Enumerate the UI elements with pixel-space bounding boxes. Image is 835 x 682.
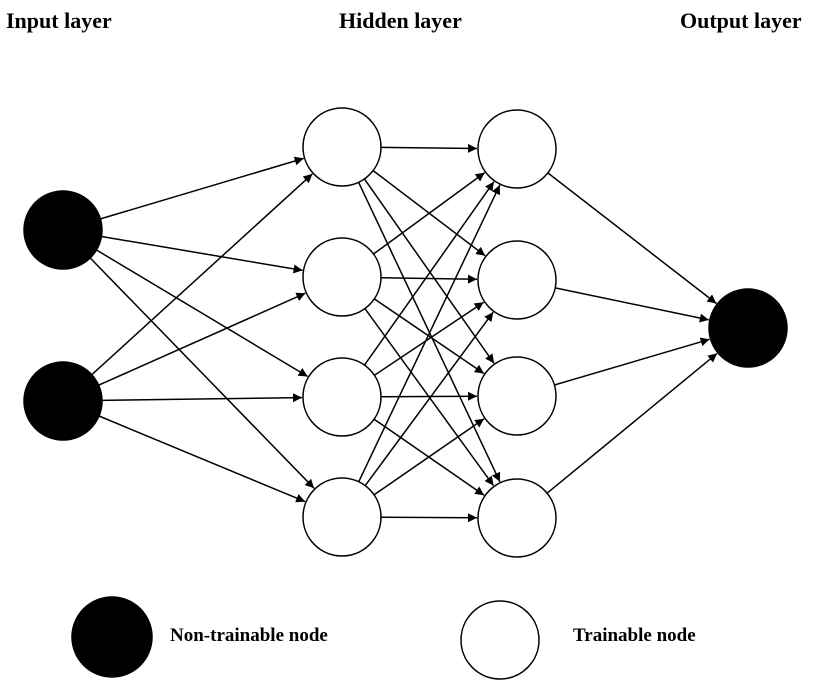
connection-arrow-hidden1-3-to-hidden2-1: [363, 181, 495, 366]
legend-non-trainable-label: Non-trainable node: [170, 625, 328, 646]
connection-arrow-input-2-to-hidden1-3: [101, 393, 303, 403]
connection-arrow-hidden1-3-to-hidden2-3: [380, 391, 478, 401]
hidden2-node-3: [477, 356, 557, 436]
hidden1-node-3: [302, 357, 382, 437]
nodes: [23, 107, 788, 558]
legend-trainable-node-swatch: [460, 600, 540, 680]
hidden2-node-2: [477, 240, 557, 320]
connection-arrow-hidden2-1-to-output-1: [547, 172, 717, 305]
input-layer-title: Input layer: [6, 8, 112, 33]
connection-arrow-hidden1-1-to-hidden2-3: [363, 178, 495, 364]
hidden2-node-1: [477, 109, 557, 189]
connection-arrow-input-1-to-hidden1-2: [101, 235, 303, 274]
output-layer-title: Output layer: [680, 8, 802, 33]
connection-arrow-input-2-to-hidden1-2: [98, 292, 306, 386]
connection-arrow-hidden1-2-to-hidden2-3: [373, 298, 485, 375]
connection-arrow-input-1-to-hidden1-1: [100, 156, 304, 220]
connection-arrow-input-1-to-hidden1-4: [89, 257, 315, 489]
input-node-2: [23, 361, 103, 441]
legend: [71, 596, 540, 680]
connection-arrow-hidden2-2-to-output-1: [555, 287, 709, 323]
legend-trainable-label: Trainable node: [573, 625, 696, 646]
connection-arrow-hidden2-3-to-output-1: [554, 337, 710, 386]
connection-arrow-hidden1-1-to-hidden2-1: [380, 143, 478, 153]
connections: [89, 143, 718, 523]
hidden1-node-4: [302, 477, 382, 557]
connection-arrow-hidden1-2-to-hidden2-2: [380, 274, 478, 284]
connection-arrow-input-2-to-hidden1-1: [91, 173, 313, 376]
connection-arrow-hidden1-4-to-hidden2-2: [364, 311, 494, 487]
hidden-layer-title: Hidden layer: [339, 8, 462, 33]
connection-arrow-hidden2-4-to-output-1: [546, 352, 718, 494]
connection-arrow-hidden1-2-to-hidden2-1: [373, 171, 486, 255]
hidden1-node-1: [302, 107, 382, 187]
legend-non-trainable-node-swatch: [71, 596, 153, 678]
input-node-1: [23, 190, 103, 270]
connection-arrow-input-1-to-hidden1-3: [96, 249, 309, 378]
output-node-1: [708, 288, 788, 368]
hidden1-node-2: [302, 237, 382, 317]
connection-arrow-hidden1-3-to-hidden2-2: [373, 301, 485, 376]
connection-arrow-hidden1-4-to-hidden2-3: [373, 418, 485, 496]
hidden2-node-4: [477, 478, 557, 558]
connection-arrow-hidden1-4-to-hidden2-4: [380, 513, 478, 523]
connection-arrow-input-2-to-hidden1-4: [98, 415, 306, 503]
connection-arrow-hidden1-4-to-hidden2-1: [358, 184, 501, 483]
